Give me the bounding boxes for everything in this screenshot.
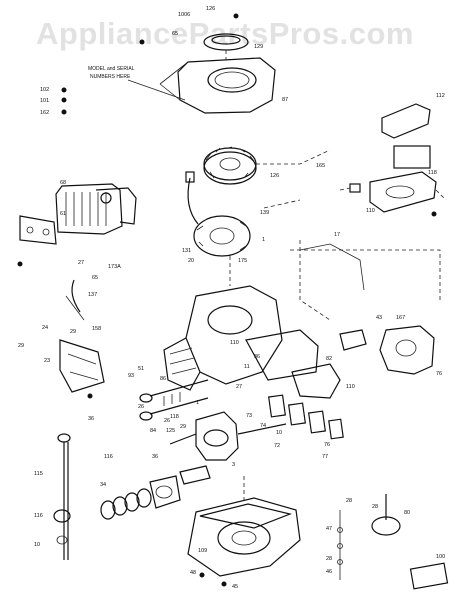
part-number-label: 77 xyxy=(322,454,328,460)
part-number-label: 102 xyxy=(40,87,49,93)
part-number-label: 87 xyxy=(282,97,288,103)
part-number-label: 118 xyxy=(428,170,437,176)
governor-parts xyxy=(337,494,449,590)
part-number-label: 1006 xyxy=(178,12,190,18)
part-number-label: 129 xyxy=(254,44,263,50)
part-number-label: 65 xyxy=(92,275,98,281)
part-number-label: 73 xyxy=(246,413,252,419)
part-number-label: 17 xyxy=(334,232,340,238)
piston-rings xyxy=(100,465,211,520)
part-number-label: 80 xyxy=(404,510,410,516)
part-number-label: 76 xyxy=(436,371,442,377)
part-number-label: 36 xyxy=(254,354,260,360)
part-number-label: 28 xyxy=(326,556,332,562)
part-number-label: 51 xyxy=(138,366,144,372)
part-number-label: 131 xyxy=(182,248,191,254)
part-number-label: 116 xyxy=(104,454,113,460)
part-number-label: 110 xyxy=(366,208,375,214)
base-cover xyxy=(187,476,301,577)
breather-plate xyxy=(59,339,105,393)
part-number-label: 1 xyxy=(262,237,265,243)
part-number-label: 101 xyxy=(40,98,49,104)
part-number-label: 1 xyxy=(196,400,199,406)
part-number-label: 48 xyxy=(190,570,196,576)
part-number-label: 74 xyxy=(260,423,266,429)
part-number-label: 126 xyxy=(206,6,215,12)
part-number-label: 11 xyxy=(244,364,250,370)
part-number-label: 115 xyxy=(34,471,43,477)
part-number-label: 36 xyxy=(88,416,94,422)
engine-block xyxy=(163,240,331,391)
part-number-label: 24 xyxy=(42,325,48,331)
part-number-label: 29 xyxy=(18,343,24,349)
part-number-label: 82 xyxy=(326,356,332,362)
crankshaft xyxy=(169,411,287,461)
part-number-label: 167 xyxy=(396,315,405,321)
part-number-label: 118 xyxy=(170,414,179,420)
part-number-label: 158 xyxy=(92,326,101,332)
part-number-label: 23 xyxy=(44,358,50,364)
part-number-label: 139 xyxy=(260,210,269,216)
part-number-label: 116 xyxy=(34,513,43,519)
valves xyxy=(139,379,209,421)
part-number-label: 126 xyxy=(270,173,279,179)
dipstick-tube xyxy=(53,433,71,560)
part-number-label: 10 xyxy=(276,430,282,436)
part-number-label: 26 xyxy=(164,418,170,424)
part-number-label: 29 xyxy=(180,424,186,430)
part-number-label: 47 xyxy=(326,526,332,532)
carburetor xyxy=(291,243,435,399)
part-number-label: 173A xyxy=(108,264,121,270)
part-number-label: 125 xyxy=(166,428,175,434)
part-number-label: 27 xyxy=(78,260,84,266)
part-number-label: 27 xyxy=(236,384,242,390)
part-number-label: 110 xyxy=(230,340,239,346)
part-number-label: 100 xyxy=(436,554,445,560)
part-number-label: 137 xyxy=(88,292,97,298)
gaskets xyxy=(267,394,344,440)
part-number-label: 34 xyxy=(100,482,106,488)
part-number-label: 28 xyxy=(346,498,352,504)
part-number-label: 46 xyxy=(326,569,332,575)
part-number-label: 86 xyxy=(160,376,166,382)
part-labels: 1006 126 129 65 87 102 101 162 112 165 6… xyxy=(18,6,445,590)
air-filter-assembly xyxy=(339,103,447,213)
part-number-label: 76 xyxy=(324,442,330,448)
part-number-label: 43 xyxy=(376,315,382,321)
fasteners xyxy=(17,13,441,587)
svg-text:MODEL and SERIAL: MODEL and SERIAL xyxy=(88,66,135,72)
part-number-label: 20 xyxy=(188,258,194,264)
part-number-label: 28 xyxy=(372,504,378,510)
flywheel xyxy=(203,146,331,185)
part-number-label: 93 xyxy=(128,373,134,379)
svg-text:NUMBERS HERE: NUMBERS HERE xyxy=(90,74,131,80)
part-number-label: 36 xyxy=(152,454,158,460)
part-number-label: 112 xyxy=(436,93,445,99)
part-number-label: 175 xyxy=(238,258,247,264)
part-number-label: 110 xyxy=(346,384,355,390)
cylinder-head xyxy=(19,183,137,245)
part-number-label: 29 xyxy=(70,329,76,335)
part-number-label: 109 xyxy=(198,548,207,554)
part-number-label: 72 xyxy=(274,443,280,449)
part-number-label: 10 xyxy=(34,542,40,548)
part-number-label: 68 xyxy=(60,180,66,186)
part-number-label: 162 xyxy=(40,110,49,116)
ignition-stator xyxy=(185,171,251,257)
part-number-label: 45 xyxy=(232,584,238,590)
part-number-label: 61 xyxy=(60,211,66,217)
part-number-label: 165 xyxy=(316,163,325,169)
part-number-label: 26 xyxy=(138,404,144,410)
part-number-label: 3 xyxy=(232,462,235,468)
part-number-label: 65 xyxy=(172,31,178,37)
part-number-label: 84 xyxy=(150,428,156,434)
serial-note: MODEL and SERIAL NUMBERS HERE xyxy=(88,66,186,101)
